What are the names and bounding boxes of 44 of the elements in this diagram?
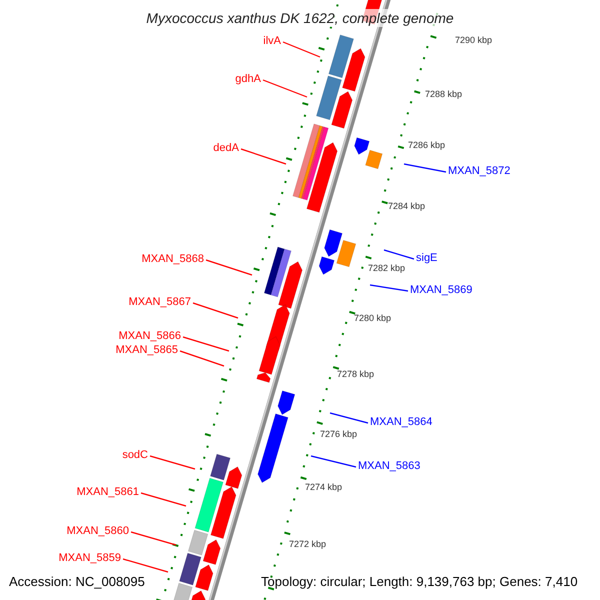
scale-label: 7274 kbp [305, 482, 342, 492]
scale-label: 7282 kbp [368, 263, 406, 273]
leader-line [130, 531, 176, 546]
gene-label: sigE [416, 252, 438, 265]
leader-line [192, 302, 238, 319]
gene-label: MXAN_5860 [66, 525, 129, 538]
leader-line [404, 163, 446, 173]
leader-line [370, 284, 408, 292]
scale-label: 7288 kbp [425, 89, 462, 99]
gene-label: MXAN_5861 [76, 486, 139, 499]
gene-label: MXAN_5863 [358, 460, 420, 473]
scale-label: 7284 kbp [388, 201, 426, 211]
leader-line [182, 336, 230, 352]
gene-label: ilvA [263, 35, 281, 48]
scale-label: 7276 kbp [320, 429, 358, 439]
leader-line [180, 350, 224, 367]
gene-label: gdhA [235, 73, 261, 86]
gene-label: MXAN_5869 [410, 284, 472, 297]
gene-label: dedA [213, 142, 239, 155]
scale-label: 7280 kbp [354, 313, 392, 323]
leader-line [240, 148, 286, 165]
gene-label: MXAN_5859 [58, 552, 121, 565]
gene-label: MXAN_5864 [370, 416, 432, 429]
gene-label: sodC [122, 449, 148, 462]
gene-label: MXAN_5867 [128, 296, 191, 309]
leader-line [310, 455, 356, 468]
leader-line [150, 455, 196, 470]
gene-label: MXAN_5872 [448, 165, 510, 178]
scale-label: 7290 kbp [455, 35, 492, 45]
leader-line [384, 249, 414, 260]
gene-label: MXAN_5865 [116, 344, 178, 357]
leader-line [122, 558, 168, 573]
scale-label: 7278 kbp [337, 369, 374, 379]
leader-line [140, 492, 186, 507]
footer-text: Topology: circular; Length: 9,139,763 bp; Genes: 7,410 [261, 574, 578, 590]
footer-text: Accession: NC_008095 [9, 574, 145, 590]
gene-label: MXAN_5866 [118, 330, 181, 343]
gene-label: MXAN_5868 [142, 253, 204, 266]
leader-line [262, 79, 308, 98]
leader-line [330, 412, 368, 424]
leader-line [282, 41, 320, 58]
leader-line [206, 259, 252, 276]
scale-label: 7272 kbp [289, 539, 326, 549]
scale-label: 7286 kbp [408, 140, 446, 150]
